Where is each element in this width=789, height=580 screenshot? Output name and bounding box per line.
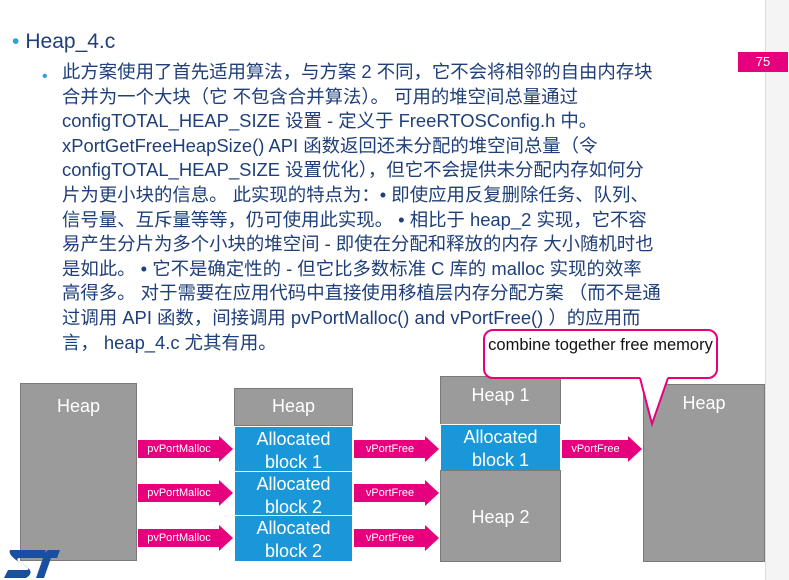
allocated-block-2a-label: Allocated block 2 [256, 474, 331, 517]
callout-bubble: combine together free memory [483, 329, 718, 379]
vportfree-arrow-3: vPortFree [354, 529, 426, 547]
body-line: 是如此。 • 它不是确定性的 - 但它比多数标准 C 库的 malloc 实现的… [62, 257, 642, 279]
bullet-icon: • [12, 30, 20, 53]
pvportmalloc-arrow-2: pvPortMalloc [138, 484, 220, 502]
allocated-block-3: Allocated block 1 [440, 424, 561, 471]
allocated-block-2a: Allocated block 2 [234, 471, 353, 517]
heap1-label: Heap 1 [471, 385, 530, 405]
arrow-right-icon [425, 525, 439, 551]
slide-title: •Heap_4.c [12, 30, 115, 54]
body-line: 合并为一个大块（它 不包含合并算法）。 可用的堆空间总量通过 [62, 85, 578, 107]
heap1-block: Heap 1 [440, 376, 561, 426]
allocated-block-3-label: Allocated block 1 [463, 427, 538, 470]
pvportmalloc-arrow-3: pvPortMalloc [138, 529, 220, 547]
body-line: configTOTAL_HEAP_SIZE 设置 - 定义于 FreeRTOSC… [62, 110, 598, 132]
heap-stage2-block: Heap [234, 388, 353, 426]
arrow-right-icon [425, 436, 439, 462]
vportfree-arrow-4: vPortFree [562, 440, 629, 458]
arrow-right-icon [425, 480, 439, 506]
allocated-block-1: Allocated block 1 [234, 426, 353, 472]
pvportmalloc-arrow-1: pvPortMalloc [138, 440, 220, 458]
allocated-block-2b: Allocated block 2 [234, 515, 353, 562]
heap-initial-label: Heap [56, 396, 101, 416]
body-line: 此方案使用了首先适用算法，与方案 2 不同，它不会将相邻的自由内存块 [62, 61, 653, 82]
slide-edge [765, 0, 789, 580]
body-line: 言， heap_4.c 尤其有用。 [62, 331, 277, 353]
vportfree-arrow-1: vPortFree [354, 440, 426, 458]
arrow-right-icon [219, 480, 233, 506]
arrow-right-icon [628, 436, 642, 462]
vportfree-arrow-2: vPortFree [354, 484, 426, 502]
callout-text: combine together free memory [488, 336, 713, 354]
heap-stage2-label: Heap [271, 396, 316, 416]
body-line: 片为更小块的信息。 此实现的特点为：• 即使应用反复删除任务、队列、 [62, 183, 649, 205]
body-paragraph: 此方案使用了首先适用算法，与方案 2 不同，它不会将相邻的自由内存块 合并为一个… [62, 60, 742, 355]
body-line: configTOTAL_HEAP_SIZE 设置优化），但它不会提供未分配内存如… [62, 159, 644, 181]
body-line: 信号量、互斥量等等，仍可使用此实现。 • 相比于 heap_2 实现，它不容 [62, 208, 647, 230]
arrow-right-icon [219, 525, 233, 551]
slide-title-text: Heap_4.c [25, 30, 116, 53]
page-number: 75 [738, 52, 788, 72]
body-line: 高得多。 对于需要在应用代码中直接使用移植层内存分配方案 （而不是通 [62, 282, 661, 304]
bullet-icon: • [42, 68, 48, 85]
body-line: 易产生分片为多个小块的堆空间 - 即使在分配和释放的内存 大小随机时也 [62, 233, 654, 255]
body-line: 过调用 API 函数，间接调用 pvPortMalloc() and vPort… [62, 306, 641, 328]
heap2-block: Heap 2 [440, 470, 561, 562]
body-line: xPortGetFreeHeapSize() API 函数返回还未分配的堆空间总… [62, 134, 598, 156]
arrow-right-icon [219, 436, 233, 462]
st-logo-icon [4, 550, 60, 578]
heap-final-block: Heap [643, 384, 765, 562]
allocated-block-1-label: Allocated block 1 [256, 429, 331, 472]
allocated-block-2b-label: Allocated block 2 [256, 518, 331, 561]
heap-initial-block: Heap [20, 383, 137, 561]
heap-final-label: Heap [682, 393, 726, 413]
heap2-label: Heap 2 [471, 507, 530, 527]
